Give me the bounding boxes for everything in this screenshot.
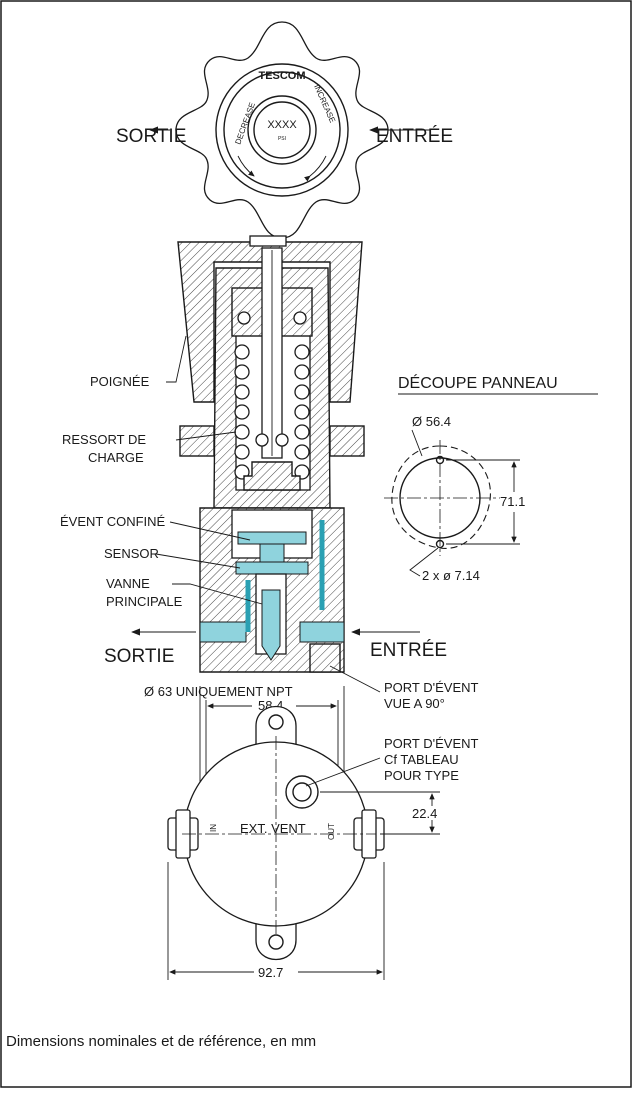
knob-brand: TESCOM <box>258 70 305 82</box>
cutout-screw-leader <box>409 547 439 577</box>
handle-section <box>177 241 363 403</box>
valve-label-line2: PRINCIPALE <box>106 594 183 609</box>
spring-label-line2: CHARGE <box>88 450 144 465</box>
sensor-stem <box>259 543 285 563</box>
cutout-outline <box>391 445 491 549</box>
cutout-height: 71.1 <box>500 494 525 509</box>
knob-ring-inner <box>223 71 341 189</box>
valve-leader <box>172 583 263 605</box>
gauge-value: XXXX <box>267 119 297 131</box>
spring-leader <box>175 431 237 441</box>
panel-nut-left <box>179 425 215 457</box>
knob-ring-outer <box>215 63 349 197</box>
vent-port-inner <box>292 782 312 802</box>
panel-nut-right <box>329 425 365 457</box>
sensor-disc <box>235 561 309 575</box>
vent-type-leader <box>305 757 381 787</box>
regulator-section-view: SORTIE ENTRÉE POIGNÉE RESSORT DE CHARGE … <box>60 235 479 836</box>
cutout-screw-holes: 2 x ø 7.14 <box>422 568 480 583</box>
panel-cutout: DÉCOUPE PANNEAU Ø 56.4 71.1 2 x ø 7.14 <box>384 373 598 583</box>
bottom-view: 58.4 EXT. VENT IN OUT PORT D'ÉVENT Cf TA… <box>167 698 479 980</box>
handle-label: POIGNÉE <box>90 374 150 389</box>
sensor-label: SENSOR <box>104 546 159 561</box>
width-outer-value: 92.7 <box>258 965 283 980</box>
cutout-hole-diameter: Ø 56.4 <box>412 414 451 429</box>
spring-label-line1: RESSORT DE <box>62 432 146 447</box>
knob-outlet-label: SORTIE <box>116 126 186 147</box>
decrease-arrow-icon <box>237 155 255 177</box>
in-mark: IN <box>209 824 218 832</box>
vent-type-label-line3: POUR TYPE <box>384 768 459 783</box>
bearing-ball-left <box>237 311 251 325</box>
mount-hole-top <box>268 714 284 730</box>
outlet-port <box>199 621 247 643</box>
valve-label-line1: VANNE <box>106 576 150 591</box>
out-mark: OUT <box>327 823 336 840</box>
vent-port-label-line2: VUE A 90° <box>384 696 445 711</box>
handle-cap <box>249 235 287 247</box>
sensor-leader <box>155 553 241 569</box>
vent-port-outer <box>285 775 319 809</box>
ext-vent-label: EXT. VENT <box>240 821 306 836</box>
vent-port-leader <box>329 665 381 693</box>
vent-port <box>309 643 341 673</box>
inlet-port <box>299 621 345 643</box>
sensor-piston <box>237 531 307 545</box>
knob-inlet-label: ENTRÉE <box>376 126 453 147</box>
handle-leader <box>166 335 187 383</box>
gauge-unit: PSI <box>278 136 286 142</box>
cutout-title: DÉCOUPE PANNEAU <box>398 373 558 392</box>
cutout-diameter-leader <box>411 429 423 457</box>
spring-button <box>243 461 301 491</box>
vent-label: ÉVENT CONFINÉ <box>60 514 166 529</box>
section-inlet-label: ENTRÉE <box>370 640 447 661</box>
offset-value: 22.4 <box>412 806 437 821</box>
increase-arrow-icon <box>304 155 327 182</box>
vent-type-label-line2: Cf TABLEAU <box>384 752 459 767</box>
vent-leader <box>169 521 251 541</box>
diameter-note: Ø 63 UNIQUEMENT NPT <box>144 684 293 699</box>
section-outlet-label: SORTIE <box>104 646 174 667</box>
main-valve-poppet <box>261 589 281 661</box>
gauge-bezel <box>247 95 317 165</box>
knob-top-view: TESCOM DECREASE INCREASE XXXX PSI SORTIE… <box>116 21 453 239</box>
vent-type-label-line1: PORT D'ÉVENT <box>384 736 479 751</box>
mount-lug-bottom <box>255 915 297 961</box>
mount-hole-bottom <box>268 934 284 950</box>
footer-note: Dimensions nominales et de référence, en… <box>6 1033 316 1050</box>
bearing-ball-right <box>293 311 307 325</box>
gauge-face <box>253 101 311 159</box>
vent-port-label-line1: PORT D'ÉVENT <box>384 680 479 695</box>
